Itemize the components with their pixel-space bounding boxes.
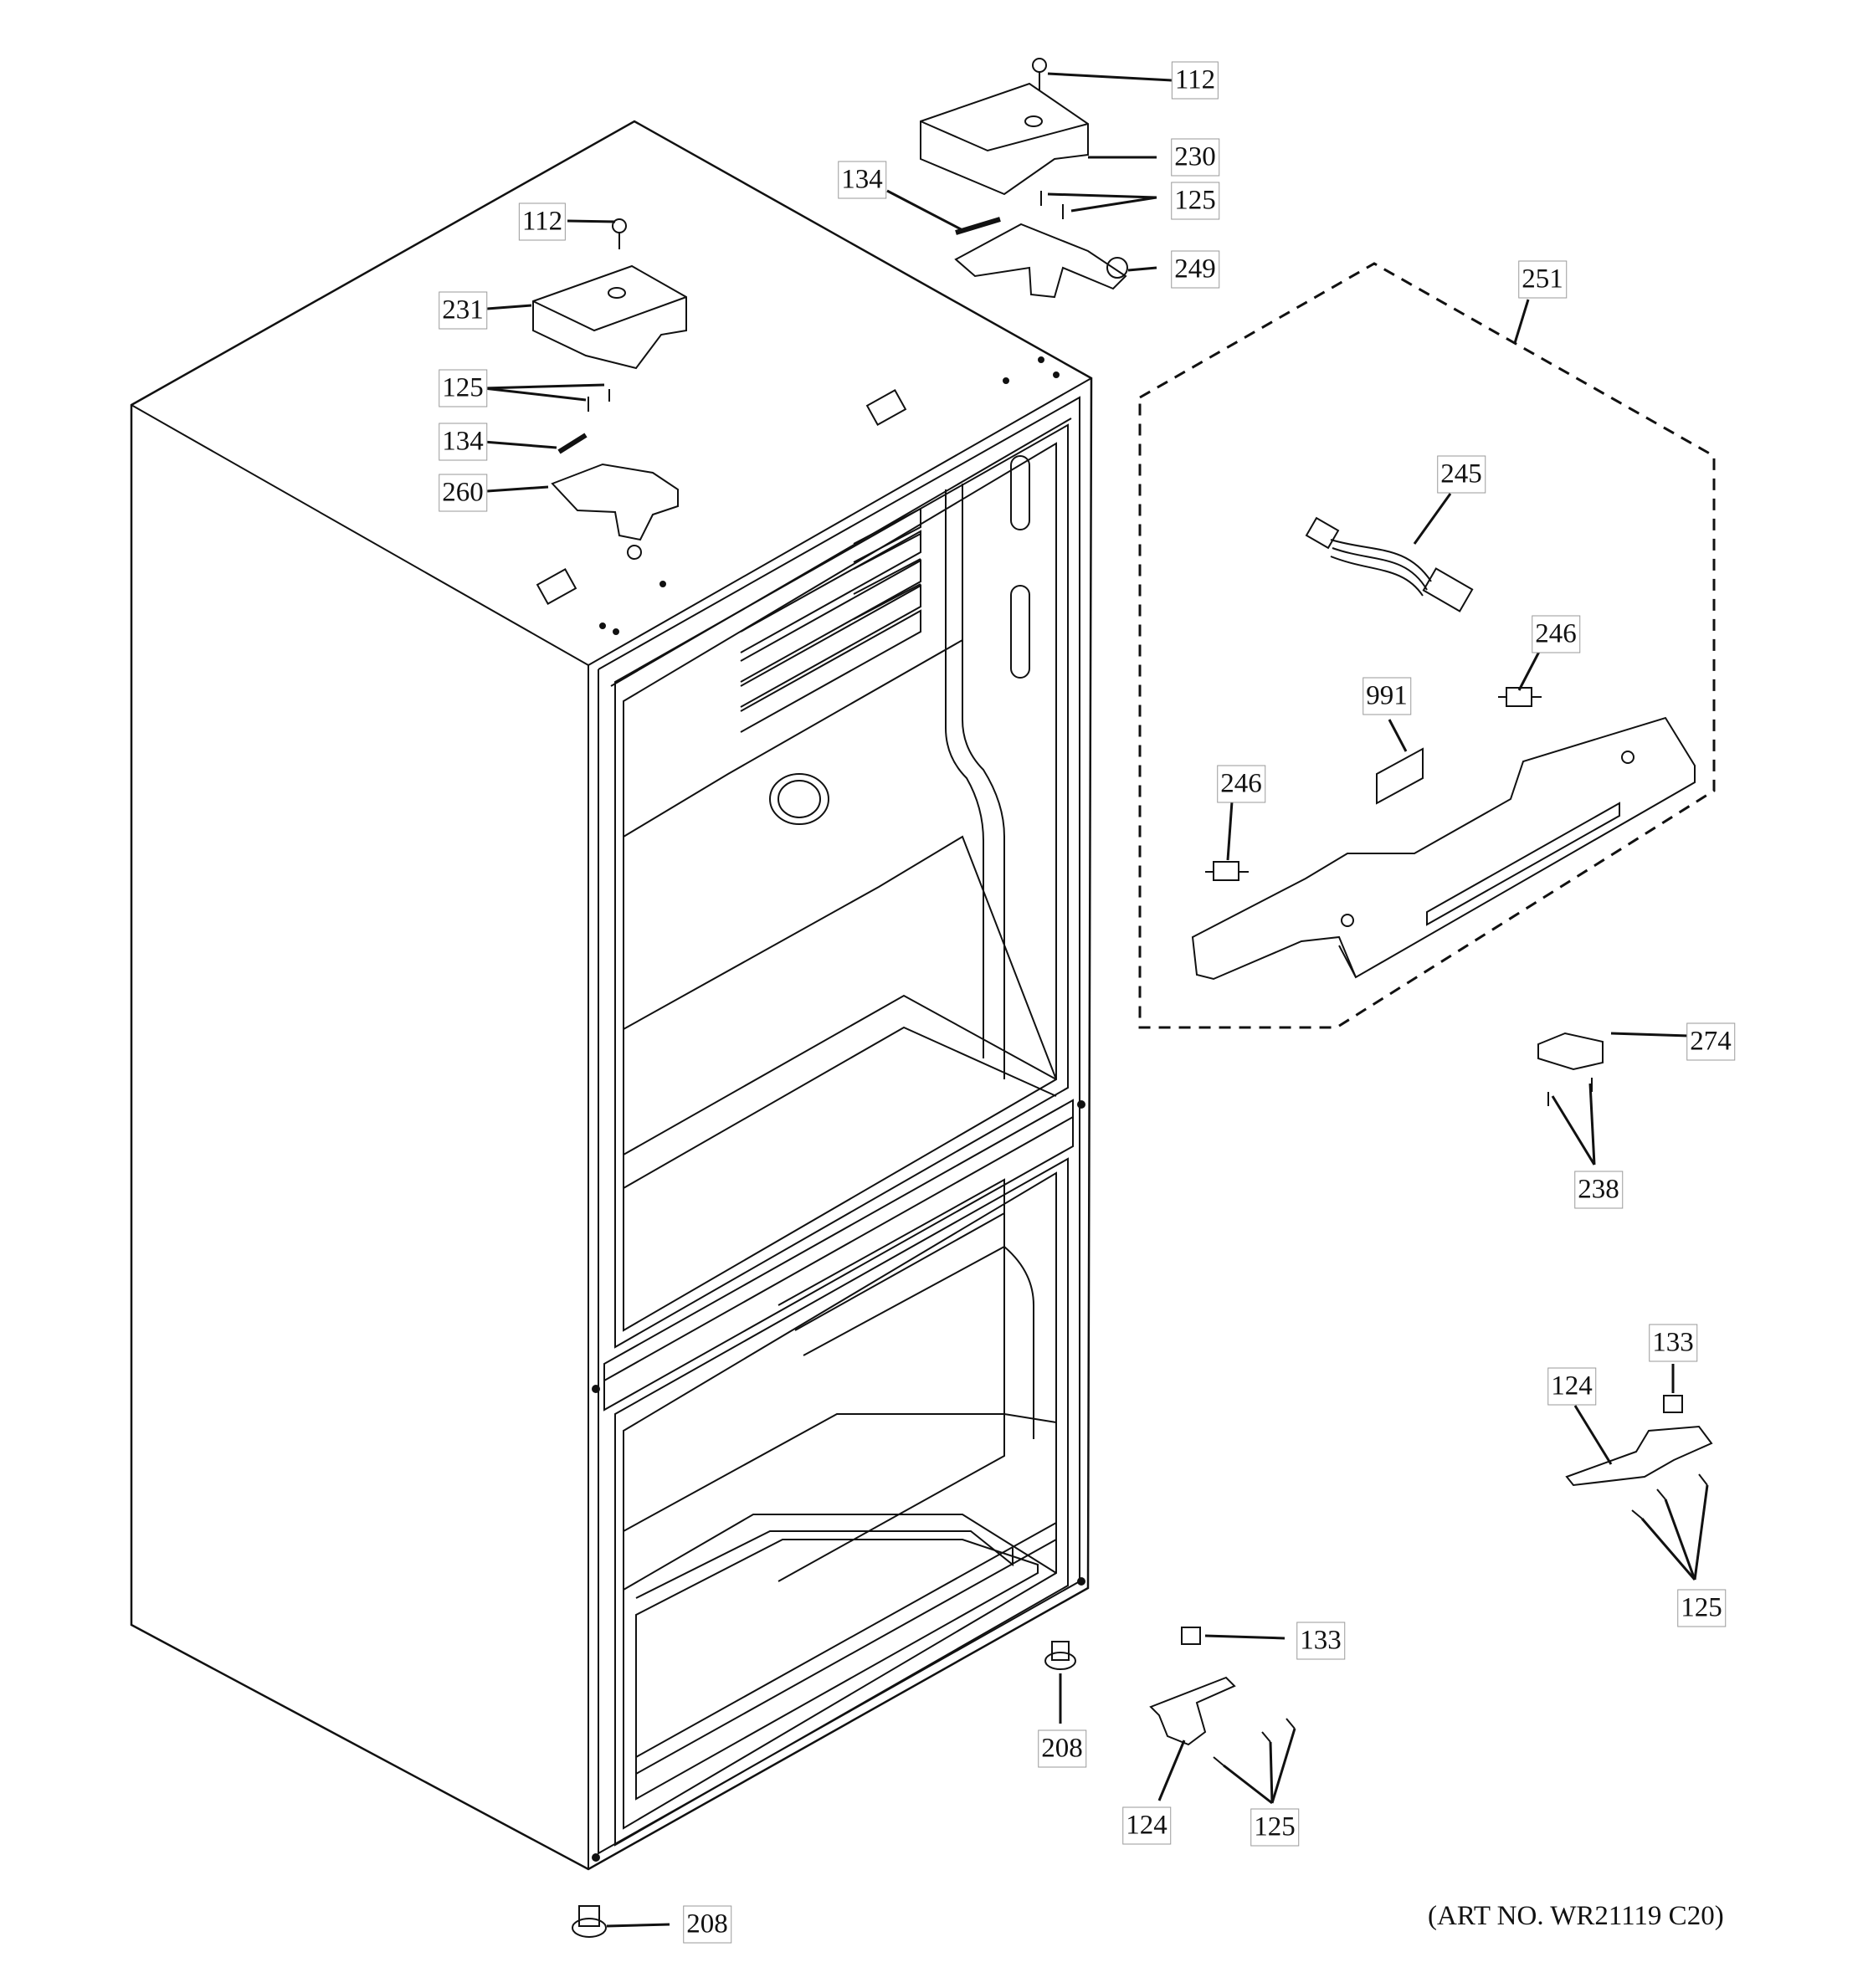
callout-231: 231 — [439, 291, 487, 330]
hinge-124-bottom — [1149, 1676, 1236, 1746]
callout-112-top: 112 — [1171, 61, 1219, 100]
control-housing-251 — [1191, 716, 1696, 981]
callout-208-bottom: 208 — [683, 1905, 731, 1944]
callout-249: 249 — [1171, 250, 1219, 289]
hinge-260 — [551, 463, 679, 560]
art-number: (ART NO. WR21119 C20) — [1428, 1901, 1724, 1931]
leveling-leg-208-bottom — [572, 1905, 607, 1938]
spring-134-right — [955, 217, 1001, 235]
hinge-pin-133-bottom — [1181, 1627, 1201, 1645]
callout-274: 274 — [1686, 1022, 1735, 1061]
wire-harness-245 — [1305, 516, 1474, 612]
screws-125-right — [1040, 191, 1064, 219]
refrigerator-cabinet — [130, 120, 1093, 1871]
callout-112-left: 112 — [518, 202, 567, 241]
callout-238: 238 — [1574, 1171, 1623, 1209]
bracket-274 — [1537, 1032, 1604, 1071]
callout-125-left: 125 — [439, 369, 487, 407]
board-991 — [1376, 747, 1424, 805]
callout-124-right: 124 — [1547, 1367, 1596, 1406]
screws-238 — [1547, 1078, 1593, 1106]
hinge-249 — [954, 223, 1128, 299]
screw-112-top — [1032, 58, 1047, 90]
callout-124-bottom: 124 — [1122, 1806, 1171, 1845]
assembly-outline-251 — [1138, 262, 1716, 1029]
leveling-leg-208-middle — [1044, 1641, 1076, 1670]
callout-125-right-lower: 125 — [1677, 1589, 1726, 1627]
callout-125-bottom: 125 — [1250, 1808, 1299, 1847]
spring-134-left — [557, 433, 588, 454]
callout-134-right: 134 — [838, 161, 886, 199]
callout-133-bottom: 133 — [1296, 1622, 1345, 1660]
hinge-cover-231 — [532, 264, 687, 370]
hinge-cover-230 — [920, 82, 1089, 196]
callout-134-left: 134 — [439, 423, 487, 461]
callout-245: 245 — [1437, 455, 1486, 494]
callout-125-right: 125 — [1171, 182, 1219, 220]
leader-lines — [483, 72, 1709, 1928]
callout-133-right: 133 — [1649, 1324, 1697, 1362]
hinge-124-right — [1565, 1425, 1713, 1487]
screw-112-left — [612, 218, 627, 249]
switch-246-left — [1205, 861, 1249, 881]
callout-260: 260 — [439, 474, 487, 512]
callout-991: 991 — [1363, 677, 1411, 715]
screws-125-left — [588, 389, 610, 412]
callout-246-right: 246 — [1532, 615, 1580, 653]
screws-125-bottom — [1213, 1718, 1296, 1766]
hinge-pin-133-right — [1663, 1395, 1683, 1413]
callout-251: 251 — [1518, 260, 1567, 299]
callout-230: 230 — [1171, 138, 1219, 177]
screws-125-right-lower — [1631, 1473, 1708, 1519]
callout-246-left: 246 — [1217, 765, 1265, 803]
callout-208-middle: 208 — [1038, 1729, 1086, 1768]
